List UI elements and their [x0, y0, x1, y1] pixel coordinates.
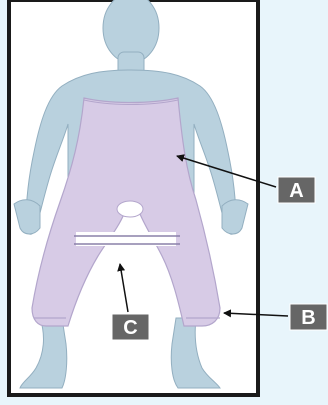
label-a: A — [278, 177, 315, 203]
crotch-opening — [117, 201, 143, 217]
label-b-text: B — [301, 307, 315, 329]
label-b: B — [290, 304, 327, 330]
label-c-text: C — [123, 317, 137, 339]
label-c: C — [112, 314, 149, 340]
label-a-text: A — [289, 180, 303, 202]
